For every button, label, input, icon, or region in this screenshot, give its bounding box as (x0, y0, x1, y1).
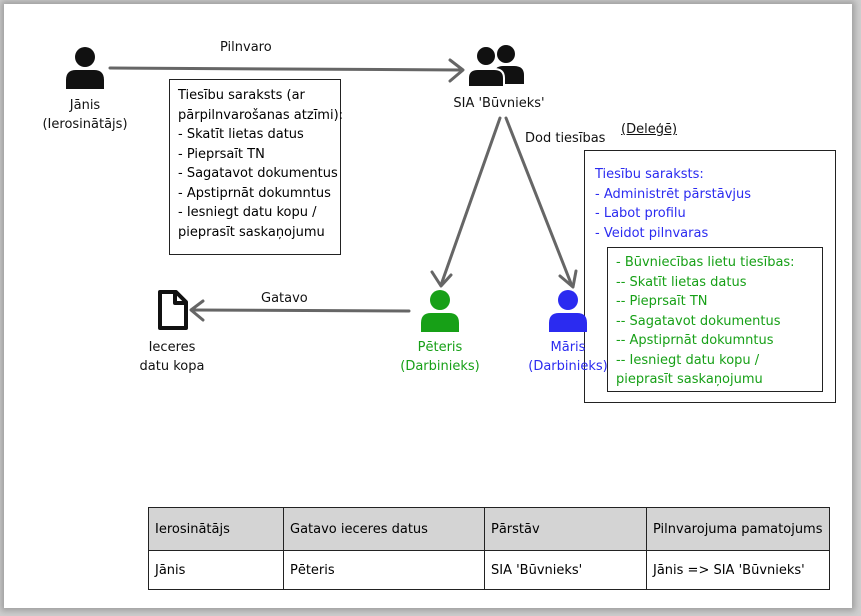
summary-table: Ierosinātājs Gatavo ieceres datus Pārstā… (148, 507, 830, 590)
delegated-line: - Labot profilu (595, 206, 686, 221)
node-janis-role: (Ierosinātājs) (42, 117, 128, 132)
rights-line: - Skatīt lietas datus (178, 127, 304, 142)
construction-line: -- Skatīt lietas datus (616, 274, 747, 290)
arrow-to-peteris (439, 116, 502, 287)
table-cell: SIA 'Būvnieks' (484, 550, 647, 590)
arrow-to-maris (504, 116, 574, 288)
edge-label-gatavo: Gatavo (261, 291, 308, 306)
edge-label-dod-tiesibas: Dod tiesības (525, 131, 606, 146)
rights-line: pārpilnvarošanas atzīmi): (178, 107, 344, 123)
table-header-cell: Pilnvarojuma pamatojums (646, 507, 830, 551)
arrow-pilnvaro (108, 66, 464, 72)
rights-line: - Iesniegt datu kopu / (178, 205, 317, 220)
delegated-line: - Administrēt pārstāvjus (595, 186, 752, 202)
table-header-cell: Pārstāv (484, 507, 647, 551)
node-dataset-name: Ieceres (148, 340, 196, 355)
arrow-gatavo (190, 308, 411, 313)
construction-line: - Būvniecības lietu tiesības: (616, 255, 795, 270)
edge-label-delegs: (Deleģē) (621, 122, 678, 137)
table-header-cell: Gatavo ieceres datus (283, 507, 485, 551)
group-icon (467, 45, 524, 88)
rights-line: Tiesību saraksts (ar (178, 88, 305, 103)
diagram-canvas: Jānis (Ierosinātājs) SIA 'Būvnieks' Piln… (4, 4, 852, 608)
table-cell: Pēteris (283, 550, 485, 590)
delegated-line: Tiesību saraksts: (595, 167, 704, 182)
arrow-to-maris-head (558, 269, 578, 289)
rights-line: - Pieprsaīt TN (178, 146, 265, 162)
arrow-to-peteris-head (430, 270, 453, 288)
document-icon (158, 290, 188, 330)
table-row: Jānis Pēteris SIA 'Būvnieks' Jānis => SI… (148, 550, 830, 590)
node-sia-name: SIA 'Būvnieks' (453, 96, 545, 111)
node-maris-role: (Darbinieks) (528, 359, 608, 374)
construction-line: -- Iesniegt datu kopu / (616, 352, 760, 368)
table-header-row: Ierosinātājs Gatavo ieceres datus Pārstā… (148, 507, 830, 551)
node-janis-name: Jānis (69, 98, 101, 113)
arrow-gatavo-head (189, 299, 205, 322)
arrow-pilnvaro-head (448, 58, 465, 83)
node-dataset-name2: datu kopa (139, 359, 205, 374)
construction-rights-box: - Būvniecības lietu tiesības: -- Skatīt … (607, 247, 823, 392)
table-header-cell: Ierosinātājs (148, 507, 284, 551)
delegated-line: - Veidot pilnvaras (595, 225, 709, 241)
table-cell: Jānis => SIA 'Būvnieks' (646, 550, 830, 590)
node-peteris-name: Pēteris (417, 340, 463, 355)
node-maris-name: Māris (550, 340, 586, 355)
construction-line: -- Pieprsaīt TN (616, 294, 708, 309)
person-icon (421, 290, 459, 332)
connectors (108, 58, 578, 322)
edge-label-pilnvaro: Pilnvaro (220, 40, 272, 55)
person-icon (549, 290, 587, 332)
node-peteris-role: (Darbinieks) (400, 359, 480, 374)
rights-list-box: Tiesību saraksts (ar pārpilnvarošanas at… (169, 79, 344, 255)
construction-line: pieprasīt saskaņojumu (616, 372, 763, 387)
rights-line: - Apstiprnāt dokumntus (178, 185, 331, 201)
person-icon (66, 47, 104, 89)
construction-line: -- Sagatavot dokumentus (616, 313, 781, 329)
table-cell: Jānis (148, 550, 284, 590)
rights-line: pieprasīt saskaņojumu (178, 224, 325, 240)
construction-line: -- Apstiprnāt dokumntus (616, 333, 774, 348)
rights-line: - Sagatavot dokumentus (178, 166, 338, 181)
